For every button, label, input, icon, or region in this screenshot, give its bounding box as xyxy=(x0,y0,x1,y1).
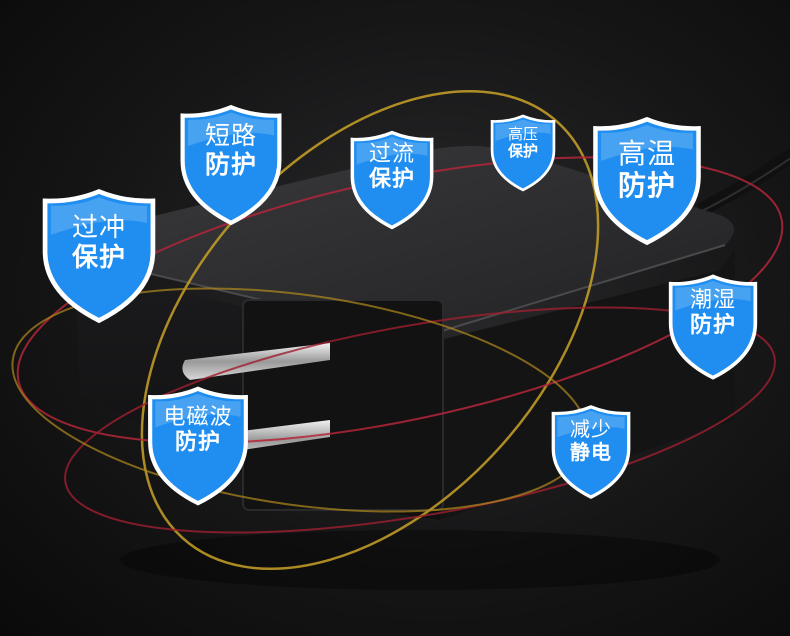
badge-electromagnetic: 电磁波 防护 xyxy=(146,383,250,509)
power-adapter xyxy=(75,146,790,590)
shield-icon xyxy=(551,405,631,499)
badge-label-2: 静电 xyxy=(570,440,612,464)
badge-label-1: 过冲 xyxy=(71,213,126,243)
shield-icon xyxy=(593,116,701,246)
badge-label-2: 防护 xyxy=(174,430,221,456)
badge-overcharge: 过冲 保护 xyxy=(40,188,158,324)
cable xyxy=(696,148,790,217)
badge-label-2: 保护 xyxy=(368,167,415,193)
shield-icon xyxy=(350,130,434,230)
badge-humidity: 潮湿 防护 xyxy=(667,272,759,382)
badge-label-1: 高压 xyxy=(507,125,538,143)
badge-label-2: 保护 xyxy=(71,242,126,273)
badge-label-2: 保护 xyxy=(507,142,538,161)
shield-icon xyxy=(490,114,556,192)
badge-label-1: 减少 xyxy=(570,417,612,441)
badge-label-1: 短路 xyxy=(204,121,257,150)
shield-icon xyxy=(148,386,248,506)
adapter-side-right xyxy=(440,250,735,520)
shield-icon xyxy=(180,104,282,226)
badge-label-2: 防护 xyxy=(689,313,736,339)
badge-high-voltage: 高压 保护 xyxy=(489,114,557,192)
badge-label-1: 高温 xyxy=(617,137,676,170)
adapter-top xyxy=(86,146,734,334)
badge-label-1: 电磁波 xyxy=(163,405,233,430)
badge-reduce-static: 减少 静电 xyxy=(550,402,632,502)
badge-label-2: 防护 xyxy=(204,149,257,179)
badge-high-temperature: 高温 防护 xyxy=(590,116,704,246)
shield-icon xyxy=(42,188,156,324)
badge-short-circuit: 短路 防护 xyxy=(177,104,285,226)
badge-overcurrent: 过流 保护 xyxy=(347,130,437,230)
badge-label-2: 防护 xyxy=(617,169,676,203)
badge-label-1: 过流 xyxy=(368,142,415,167)
shield-icon xyxy=(668,274,758,380)
badge-label-1: 潮湿 xyxy=(689,288,736,313)
plug-socket xyxy=(242,299,444,511)
red-ring-2 xyxy=(64,306,776,534)
